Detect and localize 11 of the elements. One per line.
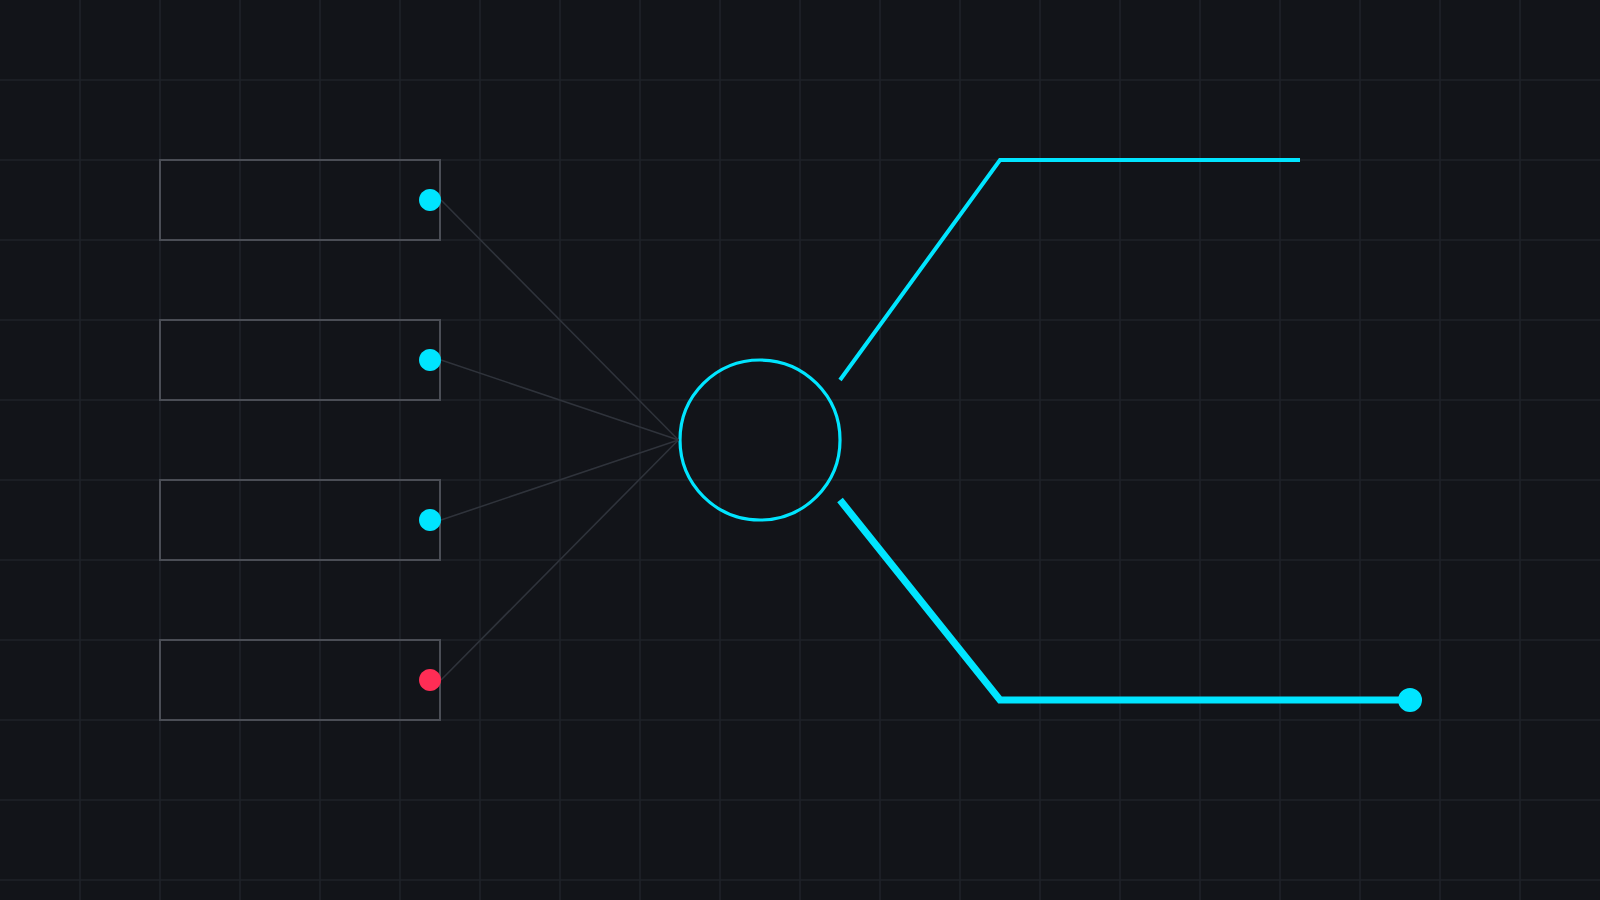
box	[159, 639, 441, 721]
box	[159, 479, 441, 561]
connector-line	[440, 359, 680, 441]
connector-line	[838, 158, 1300, 382]
connector-line	[837, 497, 1422, 712]
connector-line	[440, 439, 680, 521]
circle	[678, 358, 842, 522]
connector-line	[440, 199, 680, 441]
box	[159, 319, 441, 401]
box	[159, 159, 441, 241]
connector-line	[440, 439, 680, 681]
